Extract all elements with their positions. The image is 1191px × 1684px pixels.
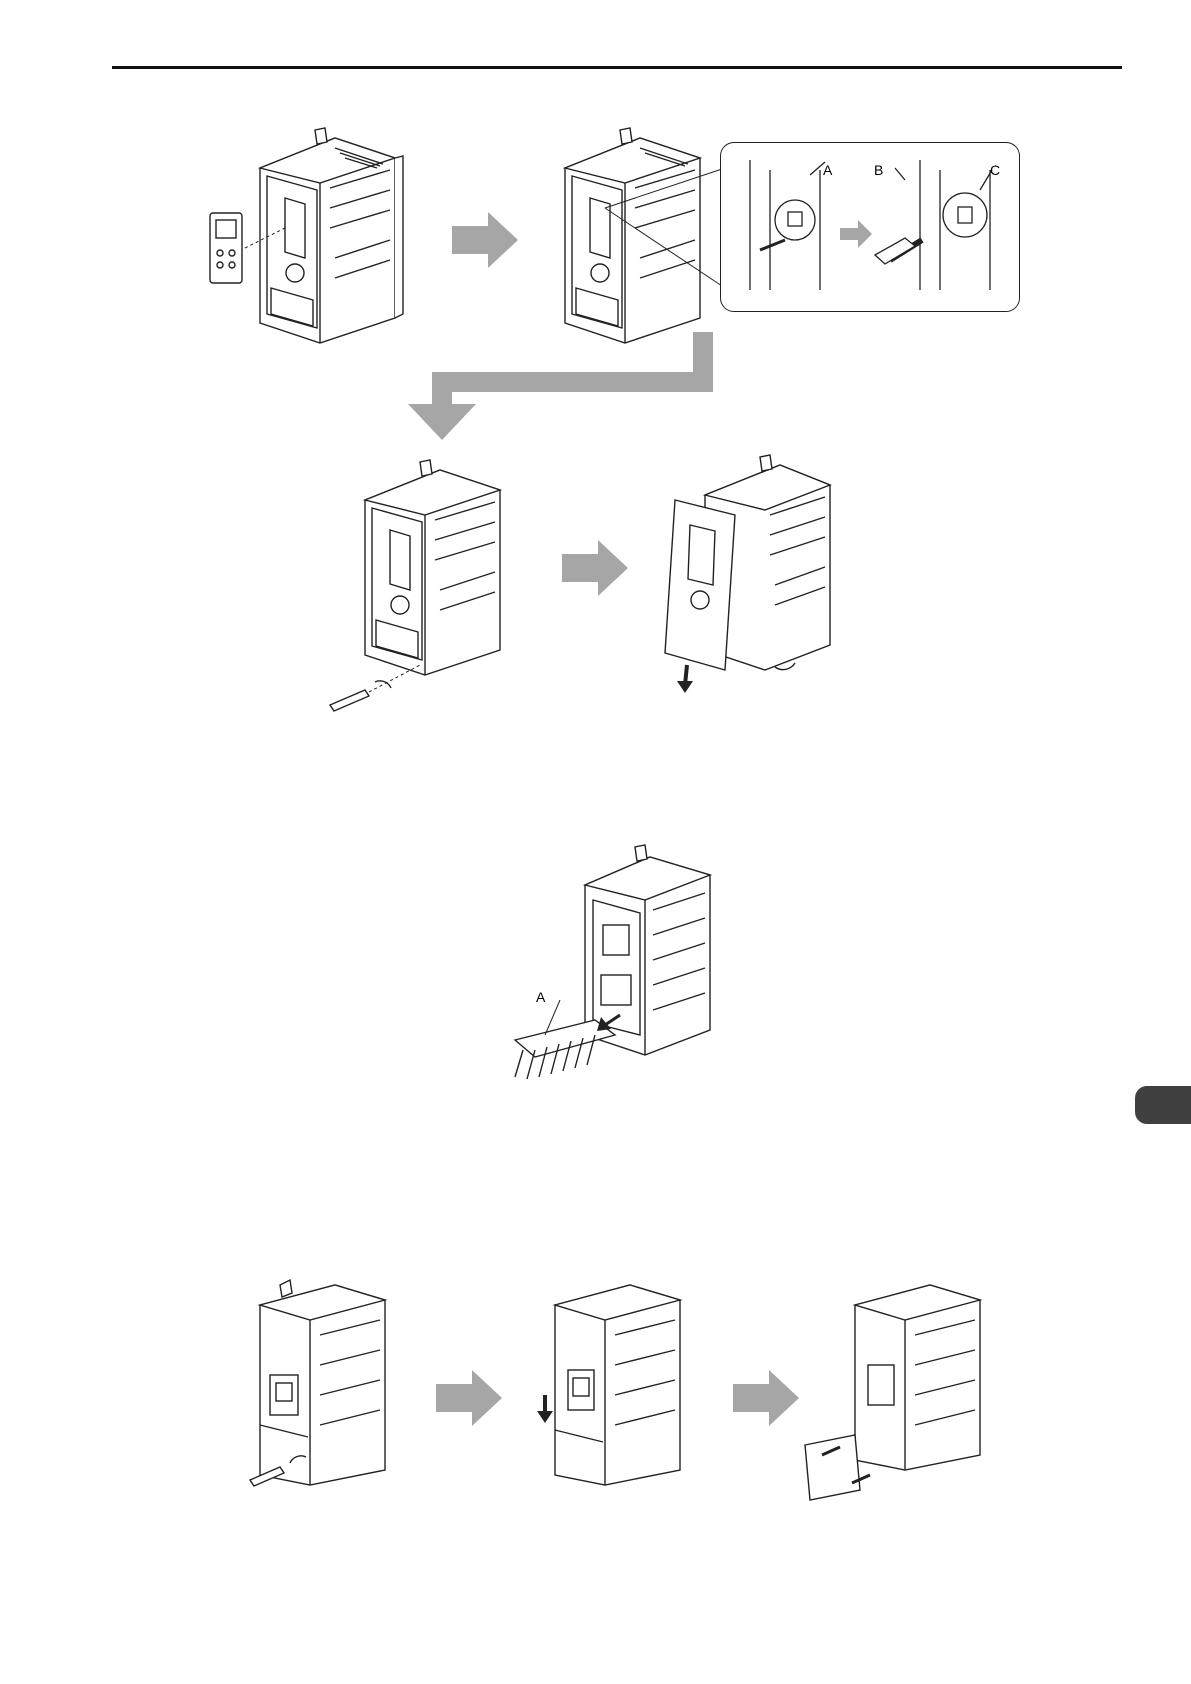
- step-arrow-2: [562, 540, 628, 596]
- step-arrow-4: [733, 1370, 799, 1426]
- step-arrow-l-shape: [418, 332, 713, 440]
- callout-label-a: A: [823, 163, 832, 177]
- chapter-tab: [1135, 1086, 1191, 1124]
- callout-label-c: C: [990, 163, 1000, 177]
- step-arrow-3: [436, 1370, 502, 1426]
- drive-illustration-step-2: [555, 128, 715, 348]
- figure2-label-a: A: [536, 990, 545, 1004]
- large-drive-illustration-loosen-screw: [250, 1275, 395, 1490]
- drive-illustration-terminal-removal: [505, 845, 725, 1105]
- drive-illustration-cover-removal: [665, 455, 845, 705]
- large-drive-illustration-remove-cover: [800, 1275, 990, 1500]
- callout-label-b: B: [874, 163, 883, 177]
- step-arrow-1: [452, 212, 518, 268]
- drive-illustration-operator-removal: [205, 128, 405, 348]
- drive-illustration-loosen-screw: [325, 460, 515, 720]
- large-drive-illustration-slide-cover: [540, 1275, 685, 1490]
- header-rule: [112, 66, 1122, 69]
